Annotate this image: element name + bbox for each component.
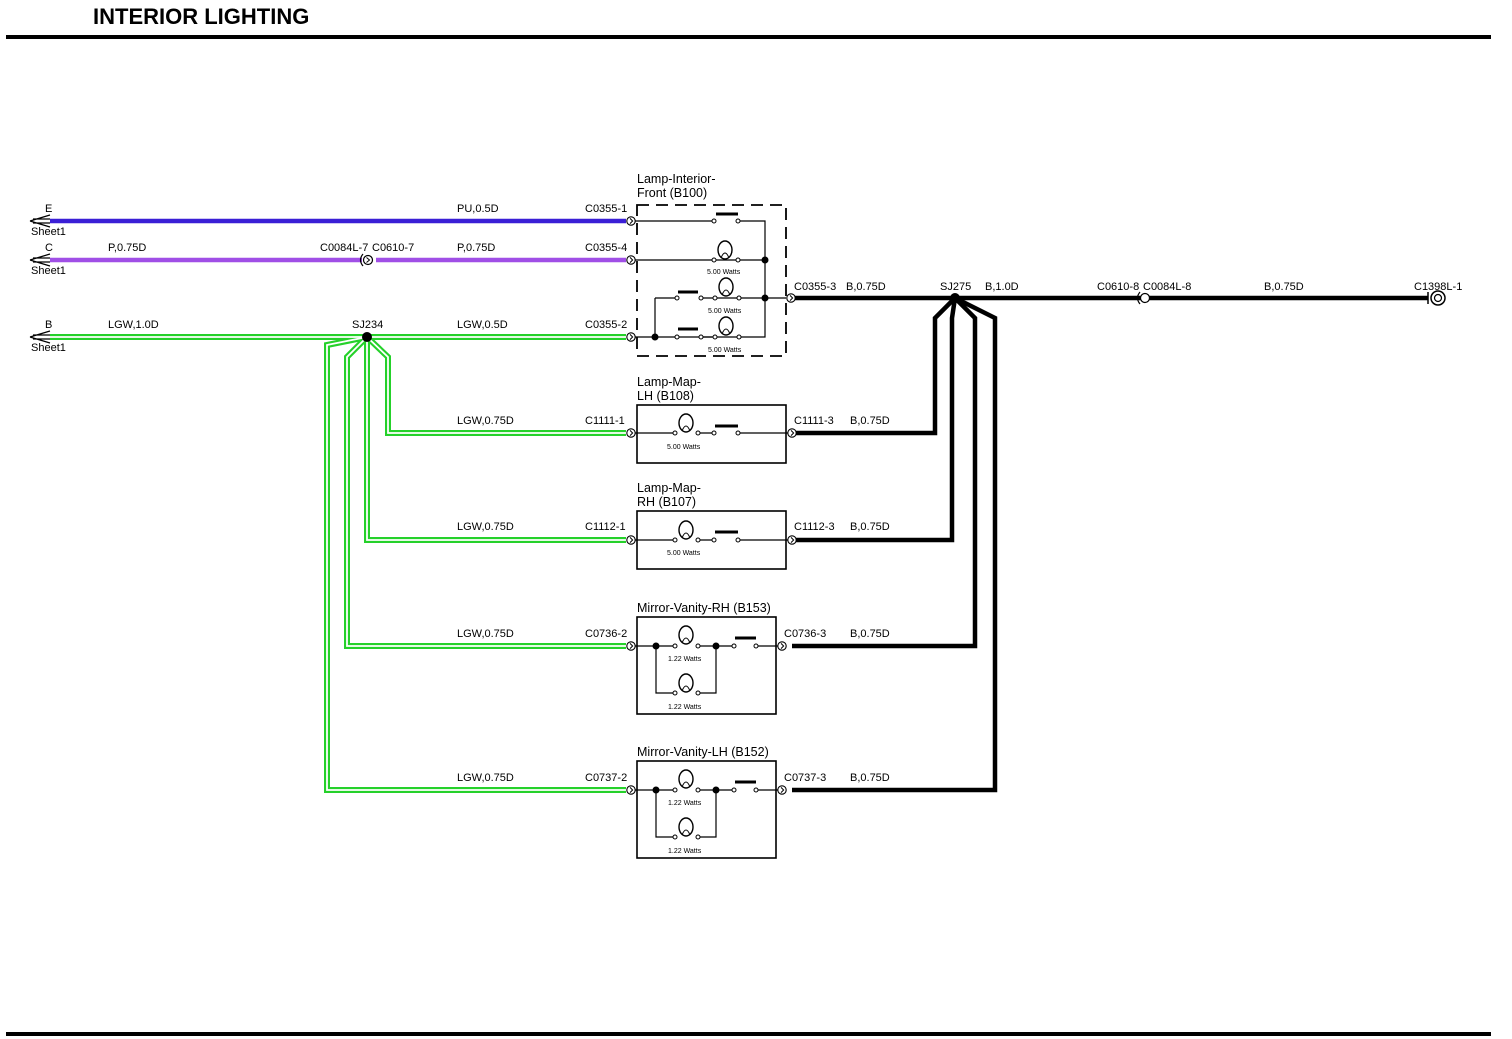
- wire-label: LGW,0.75D: [457, 628, 514, 640]
- lamp-watts: 5.00 Watts: [708, 347, 742, 354]
- wire-label: LGW,0.75D: [457, 521, 514, 533]
- splice-sj275-dot: [950, 293, 960, 303]
- offpage-connector-e[interactable]: E Sheet1: [29, 203, 66, 238]
- wire-label: LGW,1.0D: [108, 319, 159, 331]
- lamp-watts: 5.00 Watts: [708, 308, 742, 315]
- page-title: INTERIOR LIGHTING: [93, 4, 309, 29]
- pin-socket-icon: [626, 255, 636, 265]
- pin-socket-icon: [787, 428, 797, 438]
- component-mirror-vanity-rh[interactable]: Mirror-Vanity-RH (B153) 1.22 Watts 1.22 …: [626, 601, 787, 715]
- component-name: Lamp-Map-: [637, 375, 701, 389]
- wire-label: LGW,0.75D: [457, 415, 514, 427]
- connector-label: C1111-1: [585, 415, 625, 427]
- wire-label: B,1.0D: [985, 281, 1019, 293]
- connector-label: C0737-3: [784, 772, 826, 784]
- offpage-sheet: Sheet1: [31, 342, 66, 354]
- lamp-watts: 1.22 Watts: [668, 800, 702, 807]
- component-lamp-map-lh[interactable]: Lamp-Map- LH (B108) 5.00 Watts: [626, 375, 797, 464]
- wire-label: B,0.75D: [850, 772, 890, 784]
- bulb-icon: [678, 413, 694, 433]
- connector-label: C0355-3: [794, 281, 836, 293]
- bulb-icon: [678, 769, 694, 789]
- wire-label: B,0.75D: [850, 521, 890, 533]
- offpage-letter: B: [45, 319, 52, 331]
- lamp-watts: 5.00 Watts: [667, 550, 701, 557]
- bulb-icon: [678, 520, 694, 540]
- component-name: Front (B100): [637, 186, 707, 200]
- component-name: Lamp-Interior-: [637, 172, 716, 186]
- connector-label: C0355-4: [585, 242, 627, 254]
- component-name: Mirror-Vanity-RH (B153): [637, 601, 771, 615]
- lamp-watts: 5.00 Watts: [667, 444, 701, 451]
- connector-label: C1112-3: [794, 521, 835, 533]
- offpage-connector-c[interactable]: C Sheet1: [29, 242, 66, 277]
- pin-socket-icon: [626, 216, 636, 226]
- wire-black-harness: [792, 295, 1428, 793]
- wire-label: P,0.75D: [457, 242, 495, 254]
- wire-label: B,0.75D: [1264, 281, 1304, 293]
- wire-label: B,0.75D: [850, 628, 890, 640]
- component-mirror-vanity-lh[interactable]: Mirror-Vanity-LH (B152) 1.22 Watts 1.22 …: [626, 745, 787, 859]
- connector-label: C1112-1: [585, 521, 626, 533]
- connector-label: C0736-2: [585, 628, 627, 640]
- connector-label: C0610-7: [372, 242, 414, 254]
- bulb-icon: [718, 277, 734, 297]
- bulb-icon: [678, 673, 694, 693]
- component-name: LH (B108): [637, 389, 694, 403]
- connector-label: C0355-2: [585, 319, 627, 331]
- offpage-letter: C: [45, 242, 53, 254]
- component-lamp-interior-front[interactable]: Lamp-Interior- Front (B100) 5.00 Watts 5…: [626, 172, 796, 357]
- wire-label: LGW,0.75D: [457, 772, 514, 784]
- wire-lgw-harness: [50, 334, 626, 793]
- pin-socket-icon: [786, 293, 796, 303]
- splice-label: SJ234: [352, 319, 383, 331]
- offpage-connector-b[interactable]: B Sheet1: [29, 319, 66, 354]
- connector-label: C0084L-8: [1143, 281, 1191, 293]
- component-name: Mirror-Vanity-LH (B152): [637, 745, 769, 759]
- connector-label: C0736-3: [784, 628, 826, 640]
- pin-socket-icon: [626, 785, 636, 795]
- component-name: RH (B107): [637, 495, 696, 509]
- ground-terminal-c1398l-1[interactable]: [1427, 290, 1446, 306]
- pin-socket-icon: [787, 535, 797, 545]
- bulb-icon: [717, 240, 733, 260]
- lamp-watts: 1.22 Watts: [668, 656, 702, 663]
- bulb-icon: [678, 625, 694, 645]
- pin-socket-icon: [777, 785, 787, 795]
- connector-label: C1398L-1: [1414, 281, 1462, 293]
- pin-socket-icon: [626, 428, 636, 438]
- lamp-watts: 5.00 Watts: [707, 269, 741, 276]
- bulb-icon: [718, 316, 734, 336]
- wire-label: B,0.75D: [850, 415, 890, 427]
- pin-socket-icon: [777, 641, 787, 651]
- bulb-icon: [678, 817, 694, 837]
- connector-label: C1111-3: [794, 415, 834, 427]
- offpage-letter: E: [45, 203, 52, 215]
- splice-label: SJ275: [940, 281, 971, 293]
- wire-label: LGW,0.5D: [457, 319, 508, 331]
- inline-connector-c0610-8[interactable]: [1136, 291, 1151, 305]
- lamp-watts: 1.22 Watts: [668, 848, 702, 855]
- lamp-watts: 1.22 Watts: [668, 704, 702, 711]
- wire-label: PU,0.5D: [457, 203, 499, 215]
- offpage-sheet: Sheet1: [31, 226, 66, 238]
- offpage-sheet: Sheet1: [31, 265, 66, 277]
- pin-socket-icon: [626, 332, 636, 342]
- splice-sj234-dot: [362, 332, 372, 342]
- inline-connector-c0610-7[interactable]: [359, 253, 374, 267]
- component-lamp-map-rh[interactable]: Lamp-Map- RH (B107) 5.00 Watts: [626, 481, 797, 570]
- pin-socket-icon: [626, 641, 636, 651]
- connector-label: C0610-8: [1097, 281, 1139, 293]
- pin-socket-icon: [626, 535, 636, 545]
- wire-label: B,0.75D: [846, 281, 886, 293]
- connector-label: C0084L-7: [320, 242, 368, 254]
- connector-label: C0355-1: [585, 203, 627, 215]
- component-name: Lamp-Map-: [637, 481, 701, 495]
- connector-label: C0737-2: [585, 772, 627, 784]
- wire-label: P,0.75D: [108, 242, 146, 254]
